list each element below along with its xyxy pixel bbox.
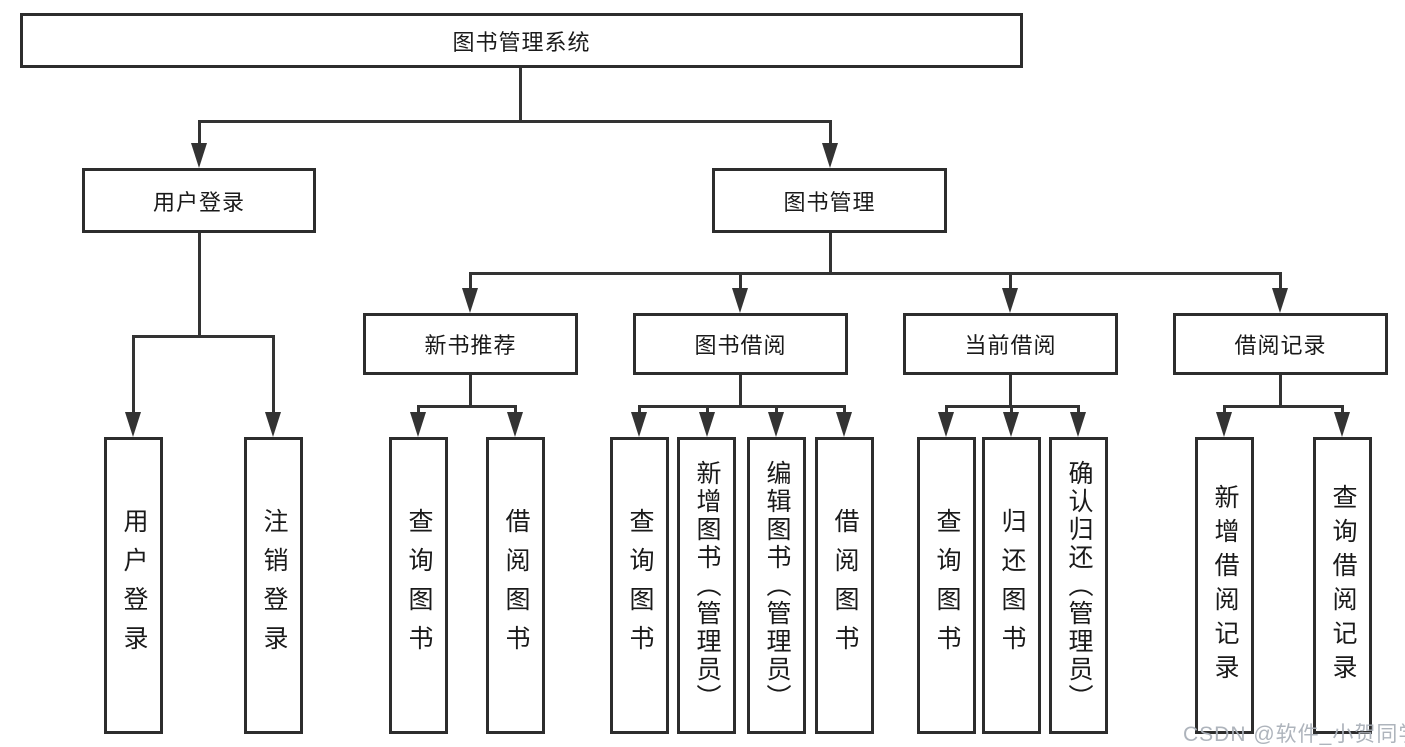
node-label: 查询图书 bbox=[405, 507, 433, 664]
node-label: 图书管理 bbox=[783, 189, 876, 215]
node-label: 确认归还（管理员） bbox=[1065, 459, 1093, 712]
arrow-down-icon bbox=[1334, 412, 1350, 437]
node-label: 新增借阅记录 bbox=[1211, 483, 1239, 688]
node-label: 借阅记录 bbox=[1234, 333, 1327, 358]
connector-line bbox=[638, 405, 845, 408]
node-library-management-system: 图书管理系统 bbox=[20, 13, 1023, 68]
connector-line bbox=[132, 335, 275, 338]
arrow-down-icon bbox=[1272, 288, 1288, 313]
arrow-down-icon bbox=[410, 412, 426, 437]
node-label: 归还图书 bbox=[998, 507, 1026, 664]
connector-line bbox=[198, 233, 201, 337]
node-label: 图书管理系统 bbox=[452, 29, 591, 55]
arrow-down-icon bbox=[732, 288, 748, 313]
connector-line bbox=[272, 335, 275, 415]
connector-line bbox=[1010, 405, 1013, 415]
connector-line bbox=[945, 405, 948, 415]
node-label: 新书推荐 bbox=[424, 333, 517, 358]
connector-line bbox=[1009, 374, 1012, 406]
arrow-down-icon bbox=[1216, 412, 1232, 437]
node-edit-books-admin: 编辑图书（管理员） bbox=[747, 437, 806, 734]
node-borrow-books-recommend: 借阅图书 bbox=[486, 437, 545, 734]
connector-line bbox=[418, 405, 517, 408]
connector-line bbox=[829, 233, 832, 274]
connector-line bbox=[638, 405, 641, 415]
connector-line bbox=[1341, 405, 1344, 415]
node-query-books-borrowing: 查询图书 bbox=[610, 437, 669, 734]
connector-line bbox=[469, 272, 472, 290]
node-label: 查询图书 bbox=[626, 507, 654, 664]
node-book-borrowing: 图书借阅 bbox=[633, 313, 848, 375]
node-add-books-admin: 新增图书（管理员） bbox=[677, 437, 736, 734]
node-label: 当前借阅 bbox=[964, 333, 1057, 358]
node-query-books-recommend: 查询图书 bbox=[389, 437, 448, 734]
node-label: 查询借阅记录 bbox=[1329, 483, 1357, 688]
arrow-down-icon bbox=[631, 412, 647, 437]
connector-line bbox=[1279, 374, 1282, 406]
arrow-down-icon bbox=[125, 412, 141, 437]
node-query-borrow-record: 查询借阅记录 bbox=[1313, 437, 1372, 734]
node-user-login-action: 用户登录 bbox=[104, 437, 163, 734]
csdn-watermark: CSDN @软件_小贺同学 bbox=[1183, 723, 1405, 746]
node-label: 借阅图书 bbox=[502, 507, 530, 664]
node-return-books: 归还图书 bbox=[982, 437, 1041, 734]
node-logout: 注销登录 bbox=[244, 437, 303, 734]
connector-line bbox=[1279, 272, 1282, 290]
node-borrowing-records: 借阅记录 bbox=[1173, 313, 1388, 375]
node-label: 用户登录 bbox=[152, 189, 245, 215]
node-add-borrow-record: 新增借阅记录 bbox=[1195, 437, 1254, 734]
node-label: 图书借阅 bbox=[694, 333, 787, 358]
node-book-management: 图书管理 bbox=[712, 168, 947, 233]
node-label: 查询图书 bbox=[933, 507, 961, 664]
arrow-down-icon bbox=[938, 412, 954, 437]
node-label: 新增图书（管理员） bbox=[693, 459, 721, 712]
connector-line bbox=[829, 120, 832, 146]
connector-line bbox=[843, 405, 846, 415]
node-confirm-return-admin: 确认归还（管理员） bbox=[1049, 437, 1108, 734]
node-query-books-current: 查询图书 bbox=[917, 437, 976, 734]
node-new-book-recommendation: 新书推荐 bbox=[363, 313, 578, 375]
connector-line bbox=[1009, 272, 1012, 290]
connector-line bbox=[519, 68, 522, 122]
connector-line bbox=[514, 405, 517, 415]
arrow-down-icon bbox=[699, 412, 715, 437]
arrow-down-icon bbox=[507, 412, 523, 437]
arrow-down-icon bbox=[836, 412, 852, 437]
connector-line bbox=[198, 120, 831, 123]
connector-line bbox=[775, 405, 778, 415]
arrow-down-icon bbox=[191, 143, 207, 168]
arrow-down-icon bbox=[265, 412, 281, 437]
node-label: 编辑图书（管理员） bbox=[763, 459, 791, 712]
connector-line bbox=[706, 405, 709, 415]
arrow-down-icon bbox=[822, 143, 838, 168]
connector-line bbox=[469, 272, 1282, 275]
arrow-down-icon bbox=[1070, 412, 1086, 437]
connector-line bbox=[739, 272, 742, 290]
connector-line bbox=[1077, 405, 1080, 415]
connector-line bbox=[198, 120, 201, 146]
node-label: 注销登录 bbox=[260, 507, 288, 664]
connector-line bbox=[469, 374, 472, 406]
node-borrow-books-borrowing: 借阅图书 bbox=[815, 437, 874, 734]
connector-line bbox=[417, 405, 420, 415]
arrow-down-icon bbox=[1003, 412, 1019, 437]
arrow-down-icon bbox=[768, 412, 784, 437]
arrow-down-icon bbox=[462, 288, 478, 313]
node-user-login: 用户登录 bbox=[82, 168, 316, 233]
connector-line bbox=[132, 335, 135, 415]
node-label: 用户登录 bbox=[120, 507, 148, 664]
node-label: 借阅图书 bbox=[831, 507, 859, 664]
node-current-borrowing: 当前借阅 bbox=[903, 313, 1118, 375]
connector-line bbox=[739, 374, 742, 406]
arrow-down-icon bbox=[1002, 288, 1018, 313]
connector-line bbox=[1224, 405, 1344, 408]
connector-line bbox=[1223, 405, 1226, 415]
